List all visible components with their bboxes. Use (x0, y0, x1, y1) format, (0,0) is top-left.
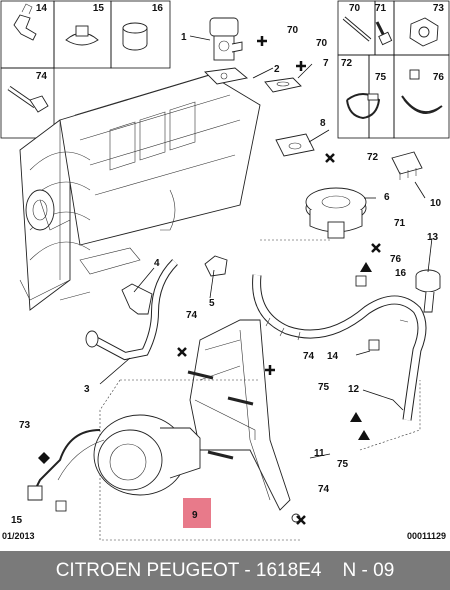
inset-label-14: 14 (36, 3, 48, 14)
clip-5 (204, 255, 228, 277)
exploded-parts-diagram: 14 15 16 74 70 71 73 (0, 0, 450, 541)
inset-box-15: 15 (53, 0, 112, 69)
callout-9: 9 (192, 510, 198, 521)
triangle-symbols (350, 262, 372, 440)
callout-75-b: 75 (337, 459, 349, 470)
valve-gasket-8 (275, 133, 315, 157)
relay-10 (391, 151, 423, 180)
callout-75-a: 75 (318, 382, 330, 393)
diamond-symbol-73 (38, 452, 50, 464)
inset-label-16: 16 (152, 3, 164, 14)
part-9-highlight[interactable] (183, 498, 211, 528)
callout-72: 72 (367, 152, 379, 163)
callout-2: 2 (274, 64, 280, 75)
egr-gasket-7 (264, 77, 302, 93)
date-code: 01/2013 (2, 531, 35, 541)
inset-box-73: 73 (393, 0, 450, 56)
footer-caption-bar: CITROEN PEUGEOT - 1618E4 N - 09 (0, 551, 450, 590)
filter-cap-13 (415, 269, 441, 313)
inset-box-71: 71 (374, 0, 395, 56)
callout-8: 8 (320, 118, 326, 129)
torque-plus-symbols (257, 36, 306, 375)
egr-gasket-2 (204, 67, 249, 85)
inset-label-71: 71 (375, 3, 387, 14)
intake-manifold (19, 69, 261, 311)
inset-box-75: 75 (346, 54, 395, 139)
inset-label-76: 76 (433, 72, 445, 83)
square-symbols (55, 275, 380, 512)
callout-71: 71 (394, 218, 406, 229)
inset-label-15: 15 (93, 3, 105, 14)
callout-74-b: 74 (303, 351, 315, 362)
x-marker-symbols (177, 153, 381, 525)
egr-valve (209, 17, 243, 61)
inset-label-73: 73 (433, 3, 445, 14)
inset-box-16: 16 (110, 0, 171, 69)
inset-label-72: 72 (341, 58, 353, 69)
callout-11: 11 (314, 448, 325, 459)
callout-4: 4 (154, 258, 160, 269)
hose-3 (85, 259, 178, 361)
callout-12: 12 (348, 384, 360, 395)
callout-70: 70 (287, 25, 299, 36)
callout-10: 10 (430, 198, 442, 209)
inset-box-70: 70 (337, 0, 376, 56)
callout-70-b: 70 (316, 38, 328, 49)
air-hose-main (252, 274, 427, 421)
inset-label-70: 70 (349, 3, 361, 14)
inset-label-75: 75 (375, 72, 387, 83)
inset-box-74-left: 74 (0, 67, 55, 139)
callout-7: 7 (323, 58, 329, 69)
mounting-studs (187, 370, 254, 460)
callout-76: 76 (390, 254, 402, 265)
callout-15: 15 (11, 515, 23, 526)
callout-14: 14 (327, 351, 339, 362)
clamp-4 (121, 283, 153, 315)
callout-74-c: 74 (318, 484, 330, 495)
callout-16: 16 (395, 268, 407, 279)
support-bracket-11 (189, 319, 301, 523)
inset-box-14: 14 (0, 0, 55, 69)
secondary-air-pump (27, 414, 201, 501)
inset-box-76: 76 (393, 54, 450, 139)
reference-code: 00011129 (406, 531, 446, 541)
inset-label-74: 74 (36, 71, 48, 82)
leader-lines (99, 35, 433, 459)
callout-6: 6 (384, 192, 390, 203)
callout-73: 73 (19, 420, 31, 431)
footer-caption: CITROEN PEUGEOT - 1618E4 N - 09 (55, 560, 395, 581)
callout-1: 1 (181, 32, 187, 43)
callout-5: 5 (209, 298, 215, 309)
callout-labels: 1 2 3 4 5 6 7 8 9 10 11 12 13 14 15 16 7… (11, 25, 442, 526)
callout-13: 13 (427, 232, 439, 243)
callout-3: 3 (84, 384, 90, 395)
air-injection-valve (305, 187, 367, 239)
callout-74-a: 74 (186, 310, 198, 321)
